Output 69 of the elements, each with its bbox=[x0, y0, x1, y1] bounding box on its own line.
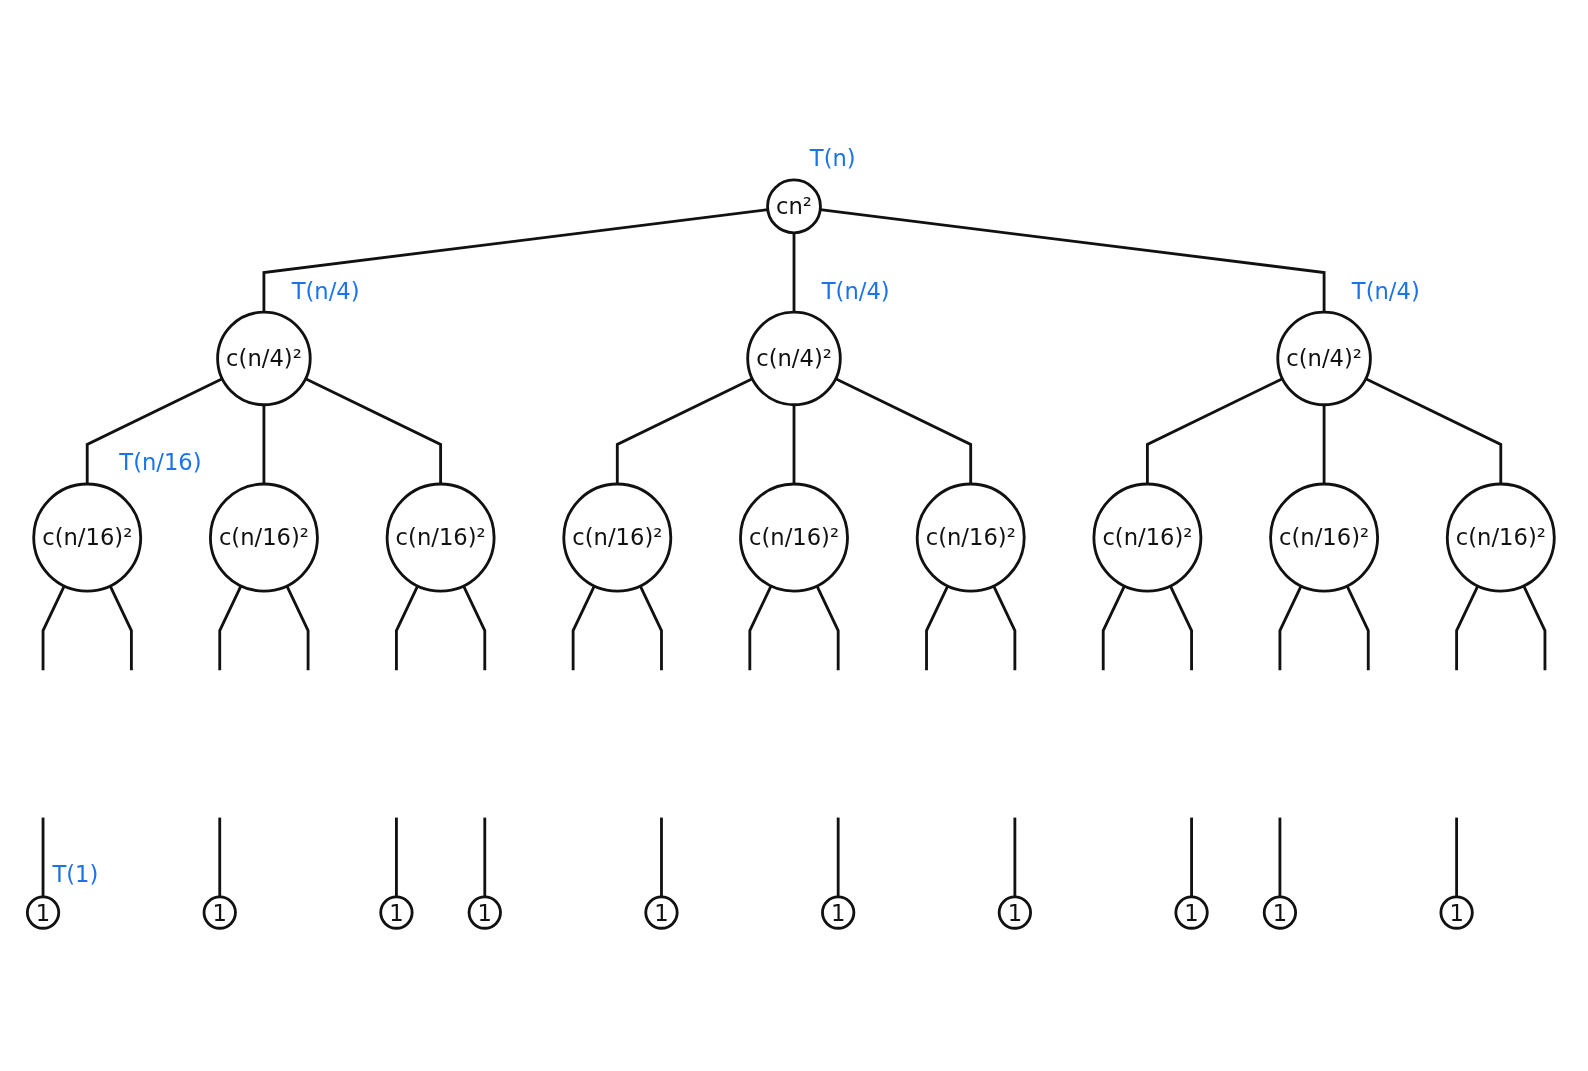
connector bbox=[792, 232, 796, 313]
connector bbox=[218, 585, 243, 671]
node-caption: T(n/4) bbox=[821, 277, 890, 304]
connector bbox=[85, 377, 223, 485]
connector bbox=[1322, 404, 1326, 485]
node-circle: c(n/16)² bbox=[32, 482, 143, 593]
connector bbox=[820, 208, 1326, 313]
connector bbox=[1101, 585, 1126, 671]
node-circle: 1 bbox=[1262, 895, 1298, 930]
connector bbox=[992, 585, 1017, 671]
connector bbox=[218, 817, 222, 897]
connector bbox=[638, 585, 663, 671]
connector bbox=[1278, 585, 1303, 671]
node-circle: 1 bbox=[25, 895, 61, 930]
node-circle: c(n/16)² bbox=[739, 482, 849, 593]
node-circle: c(n/16)² bbox=[1445, 482, 1556, 593]
connector bbox=[1145, 377, 1284, 485]
node-circle: 1 bbox=[1439, 895, 1474, 930]
node-caption: T(1) bbox=[52, 861, 99, 887]
connector bbox=[285, 585, 310, 671]
connector bbox=[1169, 585, 1193, 671]
connector bbox=[1013, 817, 1017, 897]
node-circle: c(n/4)² bbox=[746, 310, 842, 407]
connector bbox=[835, 377, 973, 485]
node-circle: c(n/16)² bbox=[915, 482, 1026, 593]
node-circle: 1 bbox=[997, 895, 1032, 930]
connector bbox=[304, 377, 443, 485]
node-circle: c(n/16)² bbox=[1092, 482, 1203, 593]
node-circle: 1 bbox=[379, 895, 414, 930]
connector bbox=[836, 817, 840, 897]
connector bbox=[1365, 377, 1503, 485]
node-caption: T(n) bbox=[809, 145, 856, 172]
connector bbox=[395, 817, 398, 897]
connector bbox=[571, 585, 596, 671]
connector bbox=[462, 585, 487, 671]
node-circle: 1 bbox=[821, 895, 856, 930]
connector bbox=[41, 585, 66, 671]
node-circle: 1 bbox=[1174, 895, 1209, 930]
node-circle: 1 bbox=[467, 895, 502, 930]
connector bbox=[792, 404, 796, 485]
node-circle: c(n/16)² bbox=[562, 482, 673, 593]
node-caption: T(n/4) bbox=[291, 277, 360, 304]
connector bbox=[108, 585, 133, 671]
connector bbox=[1455, 817, 1459, 897]
connector bbox=[262, 208, 768, 313]
connector bbox=[1278, 817, 1282, 897]
connector bbox=[925, 585, 950, 671]
node-caption: T(n/4) bbox=[1351, 277, 1420, 304]
node-circle: 1 bbox=[202, 895, 237, 930]
node-circle: c(n/4)² bbox=[1276, 310, 1372, 407]
connector bbox=[660, 817, 663, 897]
connector bbox=[815, 585, 840, 671]
node-circle: cn² bbox=[766, 178, 822, 235]
connector bbox=[1522, 585, 1547, 671]
node-caption: T(n/16) bbox=[119, 449, 202, 476]
node-circle: c(n/16)² bbox=[385, 482, 496, 593]
connector bbox=[1190, 817, 1193, 897]
connector bbox=[483, 817, 487, 897]
node-circle: 1 bbox=[644, 895, 679, 930]
connector bbox=[262, 404, 266, 485]
node-circle: c(n/16)² bbox=[209, 482, 319, 593]
connector bbox=[615, 377, 753, 485]
connector bbox=[395, 585, 419, 671]
connector bbox=[41, 817, 45, 897]
connector bbox=[748, 585, 773, 671]
node-circle: c(n/16)² bbox=[1269, 482, 1379, 593]
connector bbox=[1345, 585, 1370, 671]
node-circle: c(n/4)² bbox=[216, 310, 312, 407]
connector bbox=[1455, 585, 1480, 671]
